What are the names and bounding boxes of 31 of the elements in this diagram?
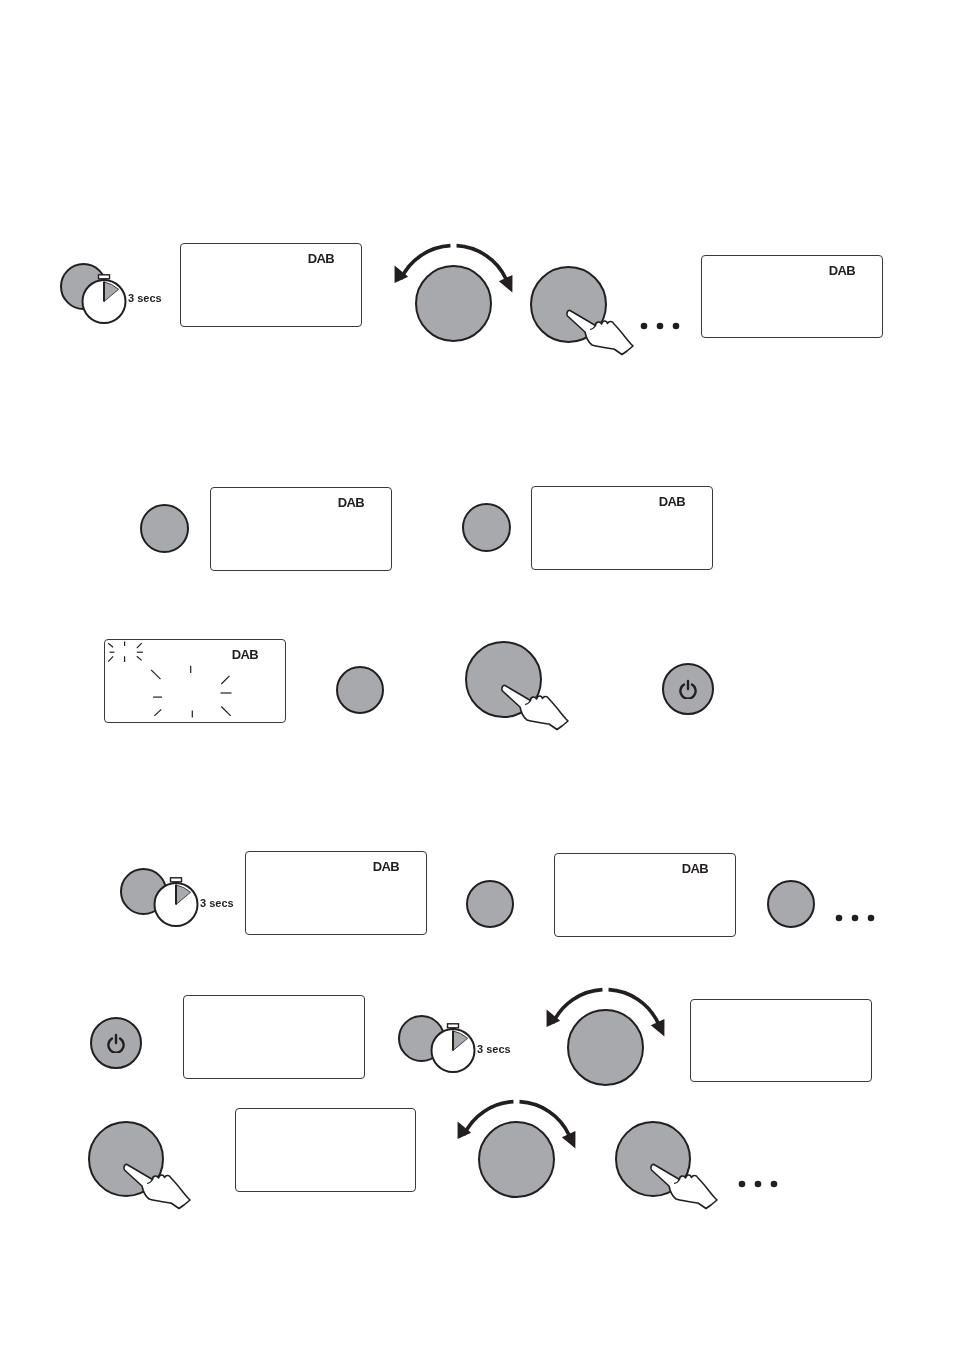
indicator-label: DAB [681, 862, 708, 875]
round-button [462, 503, 511, 552]
round-button [140, 504, 189, 553]
round-button [336, 666, 384, 714]
lcd-display [554, 853, 736, 937]
lcd-display [210, 487, 392, 571]
indicator-label: DAB [828, 264, 855, 277]
power-button [662, 663, 714, 715]
round-button [767, 880, 815, 928]
indicator-label: DAB [307, 252, 334, 265]
hand-pressing-knob-drawing [465, 641, 570, 731]
power-button [90, 1017, 142, 1069]
hand-pressing-knob-drawing [88, 1121, 192, 1210]
duration-label: 3 secs [477, 1044, 511, 1055]
lcd-display [183, 995, 365, 1079]
lcd-display [531, 486, 713, 570]
round-button [466, 880, 514, 928]
lcd-display [180, 243, 362, 327]
indicator-label: DAB [231, 648, 258, 661]
lcd-display [690, 999, 872, 1082]
duration-label: 3 secs [128, 293, 162, 304]
duration-label: 3 secs [200, 898, 234, 909]
indicator-label: DAB [658, 495, 685, 508]
lcd-display [235, 1108, 416, 1192]
hand-pressing-knob-drawing [615, 1121, 719, 1210]
hand-pressing-knob-drawing [530, 266, 635, 356]
indicator-label: DAB [372, 860, 399, 873]
indicator-label: DAB [337, 496, 364, 509]
lcd-display [104, 639, 286, 723]
lcd-display [701, 255, 883, 338]
lcd-display [245, 851, 427, 935]
